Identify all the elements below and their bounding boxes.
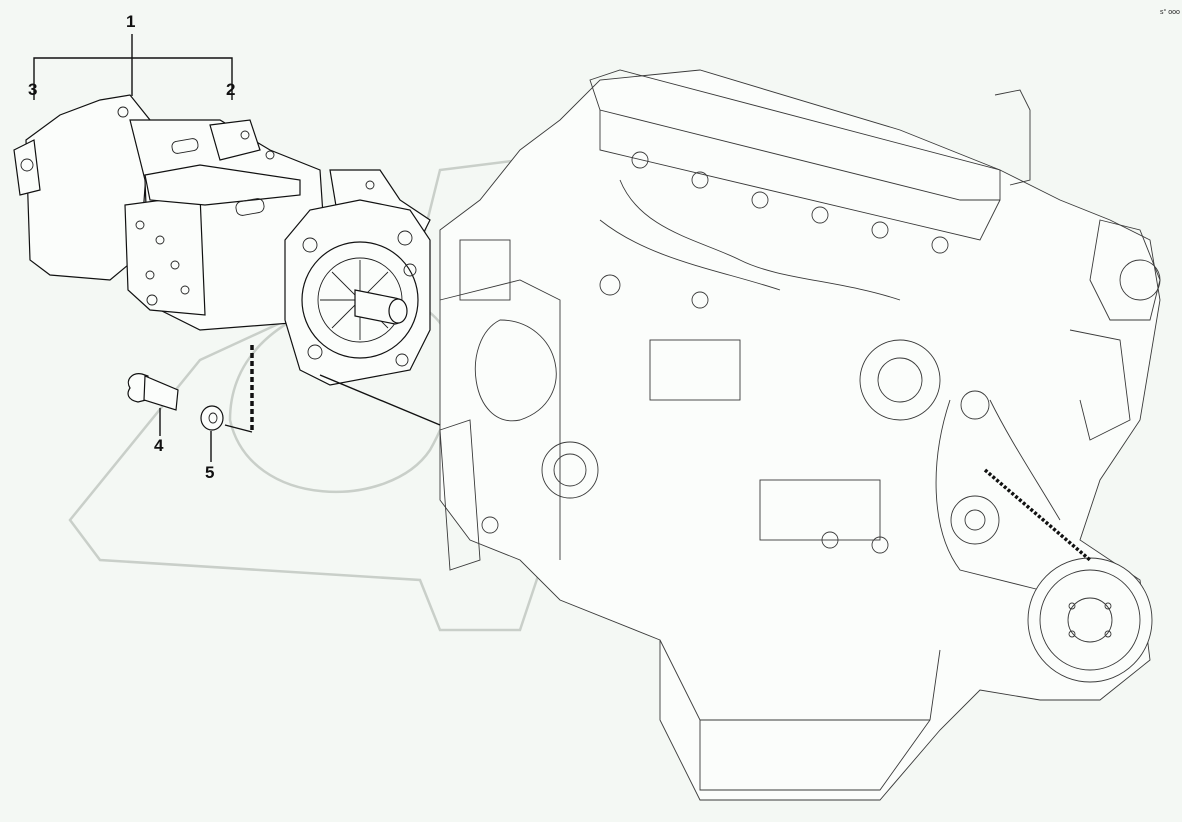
drive-belt bbox=[983, 468, 1092, 562]
callout-2: 2 bbox=[226, 80, 235, 99]
thermostat-housing bbox=[1089, 219, 1161, 321]
reference-code: s° ooo bbox=[1160, 8, 1180, 16]
alternator bbox=[859, 339, 941, 421]
callout-3: 3 bbox=[28, 80, 37, 99]
washer-leader bbox=[224, 424, 253, 433]
pump-end-fitting bbox=[13, 139, 41, 196]
mounting-bolt bbox=[127, 373, 179, 411]
callout-4: 4 bbox=[154, 436, 164, 455]
washer bbox=[200, 405, 224, 431]
callout-1: 1 bbox=[126, 12, 135, 31]
pump-engine-leader bbox=[319, 374, 441, 426]
injector-lines bbox=[599, 151, 949, 301]
ecu-connector bbox=[459, 239, 511, 301]
hydraulic-pump-assembly bbox=[13, 94, 431, 386]
engine-assembly bbox=[439, 69, 1161, 801]
idler-pulley bbox=[950, 495, 1000, 545]
oil-pan bbox=[659, 639, 941, 791]
callout-bracket bbox=[33, 34, 233, 100]
callout-5: 5 bbox=[205, 463, 214, 482]
pump-valve-block bbox=[124, 194, 206, 316]
front-cover-opening bbox=[541, 441, 599, 499]
crankshaft-pulley bbox=[1027, 557, 1153, 683]
intake-pipe bbox=[994, 89, 1031, 186]
